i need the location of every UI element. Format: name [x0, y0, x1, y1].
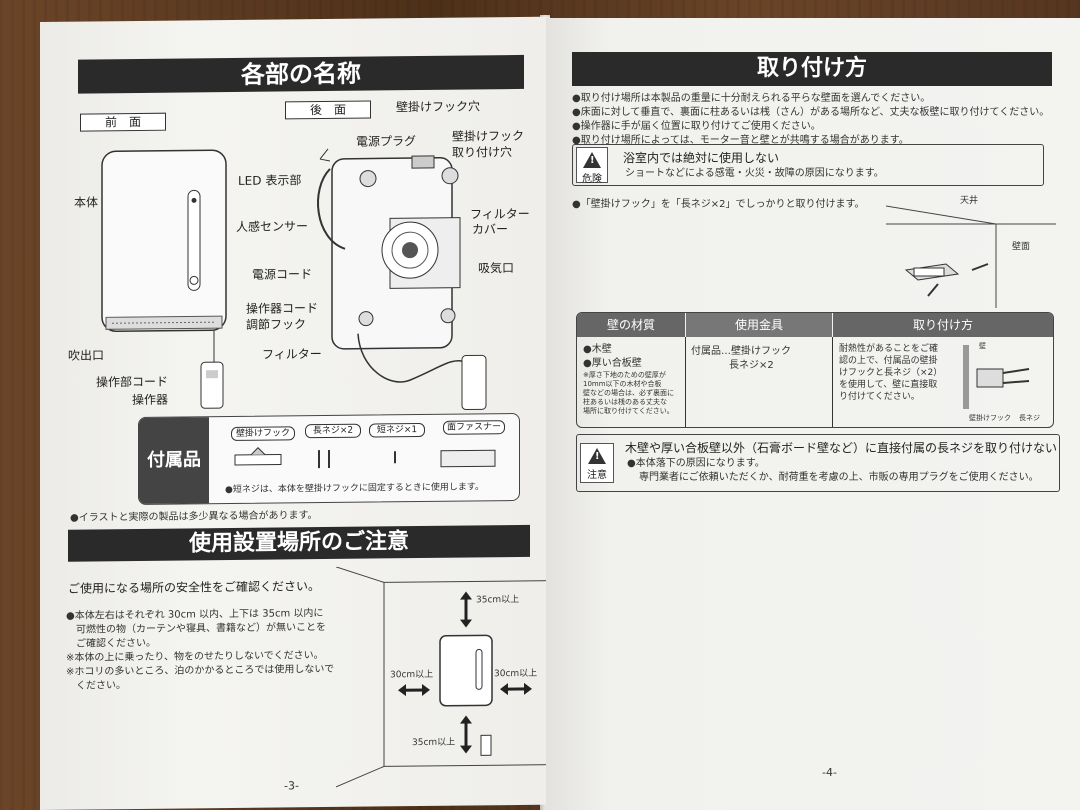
acc-item-long-screw: 長ネジ×2 — [305, 423, 361, 439]
label-power-cord: 電源コード — [252, 267, 313, 282]
danger-label: 危険 — [582, 174, 602, 185]
material-note: 10mm以下の木材や合板 — [583, 380, 662, 388]
table-header-hardware: 使用金具 — [686, 313, 832, 337]
acc-item-velcro: 面ファスナー — [443, 420, 505, 435]
mount-instruction: ●「壁掛けフック」を「長ネジ×2」でしっかりと取り付けます。 — [572, 199, 865, 210]
danger-line1: 浴室内では絶対に使用しない — [623, 151, 780, 165]
label-controller: 操作器 — [132, 392, 169, 408]
front-label: 前 面 — [80, 112, 166, 132]
caution-line1: 木壁や厚い合板壁以外（石膏ボード壁など）に直接付属の長ネジを取り付けない — [625, 441, 1058, 455]
wall-hook-diagram — [885, 205, 1056, 308]
table-header-material: 壁の材質 — [577, 313, 685, 337]
danger-box: 危険 浴室内では絶対に使用しない ショートなどによる感電・火災・故障の原因になり… — [572, 144, 1044, 186]
acc-item-hook: 壁掛けフック — [231, 426, 295, 441]
page-number-left: -3- — [284, 779, 299, 793]
method-cell: 耐熱性があることをご確 認の上で、付属品の壁掛 けフックと長ネジ（×2） を使用… — [839, 343, 942, 403]
ceiling-label: 天井 — [960, 196, 979, 206]
back-unit-drawing — [317, 148, 487, 411]
accessories-note: ●短ネジは、本体を壁掛けフックに固定するときに使用します。 — [225, 482, 484, 496]
clearance-diagram — [336, 566, 550, 788]
label-hook-hole: 壁掛けフック穴 — [396, 99, 481, 115]
label-hook-mount-2: 取り付け穴 — [452, 145, 513, 160]
method-line: を使用して、壁に直接取 — [839, 380, 938, 390]
bullet-line: ●操作器に手が届く位置に取り付けてご使用ください。 — [572, 121, 821, 132]
note-line: ください。 — [66, 680, 126, 692]
wall-material-table: 壁の材質 使用金具 取り付け方 ●木壁 ●厚い合板壁 ※厚さ下地のための壁厚が … — [576, 312, 1054, 428]
page-number-right: -4- — [822, 766, 837, 779]
illustration-note: ●イラストと実際の製品は多少異なる場合があります。 — [70, 510, 318, 524]
material-note: 柱あるいは桟のある丈夫な — [583, 398, 667, 406]
fig-label-hook: 壁掛けフック — [969, 414, 1011, 422]
label-intake: 吸気口 — [478, 261, 515, 276]
caution-label: 注意 — [587, 470, 607, 481]
hardware-line: 付属品…壁掛けフック — [691, 346, 791, 357]
safety-check-text: ご使用になる場所の安全性をご確認ください。 — [68, 579, 321, 596]
bullet-line: ●取り付け場所は本製品の重量に十分耐えられる平らな壁面を選んでください。 — [572, 93, 931, 104]
section-title-parts: 各部の名称 — [78, 54, 524, 94]
label-filter-cover-2: カバー — [472, 222, 509, 237]
label-outlet: 吹出口 — [68, 348, 105, 363]
section-title-placement: 使用設置場所のご注意 — [68, 524, 530, 562]
method-figure — [963, 345, 1030, 409]
hardware-line: 長ネジ×2 — [729, 360, 774, 371]
caution-line2: ●本体落下の原因になります。 — [627, 458, 765, 469]
caution-box: 注意 木壁や厚い合板壁以外（石膏ボード壁など）に直接付属の長ネジを取り付けない … — [576, 434, 1060, 492]
acc-item-short-screw: 短ネジ×1 — [369, 422, 425, 438]
label-plug: 電源プラグ — [356, 134, 417, 149]
caution-line3: 専門業者にご依頼いただくか、耐荷重を考慮の上、市販の専用プラグをご使用ください。 — [639, 472, 1039, 483]
hardware-cell: 付属品…壁掛けフック 長ネジ×2 — [691, 345, 791, 373]
col-divider — [832, 337, 833, 427]
material-item: ●厚い合板壁 — [583, 358, 642, 369]
left-page: 各部の名称 前 面 後 面 本体 LED 表示部 人感センサー 吹出口 操作部コ… — [40, 16, 550, 810]
caution-icon: 注意 — [580, 443, 614, 483]
fig-label-wall: 壁 — [979, 342, 986, 350]
danger-icon: 危険 — [576, 147, 608, 185]
material-note: 場所に取り付けてください。 — [583, 407, 674, 415]
bullet-line: ●床面に対して垂直で、裏面に柱あるいは桟（さん）がある場所など、丈夫な板壁に取り… — [572, 107, 1050, 118]
material-item: ●木壁 — [583, 344, 612, 355]
note-line: ※ホコリの多いところ、泊のかかるところでは使用しないで — [66, 663, 335, 678]
material-note: ※厚さ下地のための壁厚が — [583, 371, 666, 379]
label-body: 本体 — [74, 195, 99, 210]
method-line: けフックと長ネジ（×2） — [839, 368, 943, 378]
accessories-title: 付属品 — [139, 417, 209, 504]
method-line: 耐熱性があることをご確 — [839, 344, 939, 354]
bullet-line: ●取り付け場所によっては、モーター音と壁とが共鳴する場合があります。 — [572, 135, 909, 146]
material-cell: ●木壁 ●厚い合板壁 ※厚さ下地のための壁厚が 10mm以下の木材や合板 壁など… — [583, 343, 674, 416]
danger-line2: ショートなどによる感電・火災・故障の原因になります。 — [625, 168, 884, 179]
dim-top: 35cm以上 — [476, 594, 520, 606]
label-hook-mount-1: 壁掛けフック — [452, 128, 525, 144]
dim-left: 30cm以上 — [390, 669, 434, 681]
back-label: 後 面 — [285, 100, 371, 120]
fig-label-screw: 長ネジ — [1019, 414, 1040, 422]
section-title-installation: 取り付け方 — [572, 52, 1052, 86]
accessories-box: 付属品 壁掛けフック 長ネジ×2 短ネジ×1 面ファスナー ●短ネジは、本体を壁… — [138, 412, 520, 505]
material-note: 壁などの場合は、必ず裏面に — [583, 389, 674, 397]
right-page: 取り付け方 ●取り付け場所は本製品の重量に十分耐えられる平らな壁面を選んでくださ… — [546, 18, 1080, 810]
dim-right: 30cm以上 — [494, 668, 538, 680]
label-op-cord: 操作部コード — [96, 374, 169, 390]
col-divider — [685, 337, 686, 427]
label-cord-hook-2: 調節フック — [246, 317, 307, 332]
note-line: 可燃性の物（カーテンや寝具、書籍など）が無いことを — [66, 622, 326, 636]
table-header-method: 取り付け方 — [833, 313, 1053, 337]
label-filter: フィルター — [262, 347, 322, 362]
placement-notes: ●本体左右はそれぞれ 30cm 以内、上下は 35cm 以内に 可燃性の物（カー… — [66, 607, 334, 694]
wall-label: 壁面 — [1012, 242, 1031, 252]
dim-bottom: 35cm以上 — [412, 737, 456, 749]
front-unit-drawing — [101, 149, 227, 409]
method-line: 認の上で、付属品の壁掛 — [839, 356, 938, 366]
label-cord-hook-1: 操作器コード — [246, 301, 319, 316]
accessory-icons — [234, 447, 496, 469]
method-line: り付けてください。 — [839, 392, 920, 402]
installation-bullets: ●取り付け場所は本製品の重量に十分耐えられる平らな壁面を選んでください。 ●床面… — [572, 92, 1049, 148]
